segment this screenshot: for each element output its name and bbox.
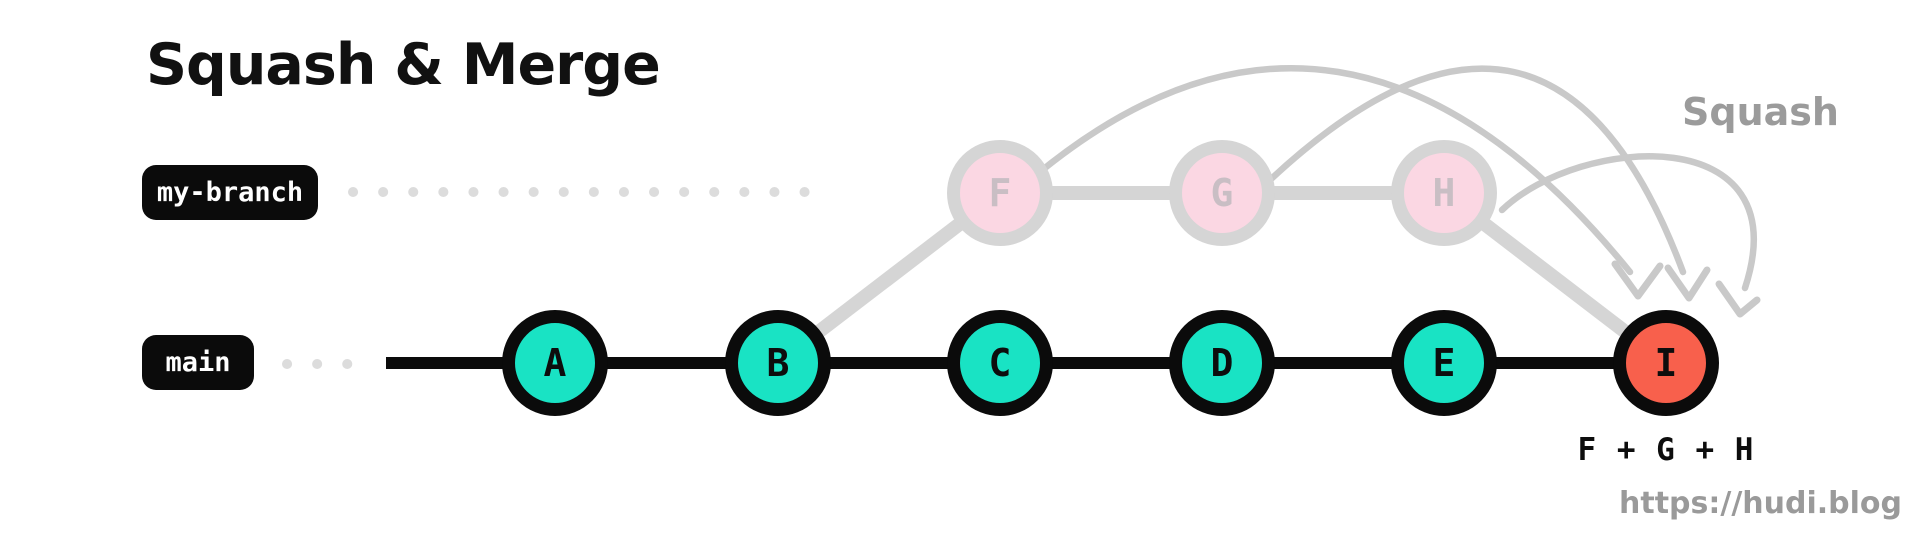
commit-letter-e: E xyxy=(1432,341,1456,385)
commit-node-d: D xyxy=(1169,310,1275,416)
squash-arrow-g-curve xyxy=(1266,65,1687,276)
site-watermark: https://hudi.blog xyxy=(1619,486,1902,521)
commit-letter-g: G xyxy=(1210,171,1234,215)
commit-letter-d: D xyxy=(1210,341,1234,385)
squash-arrow-h-curve xyxy=(1498,153,1757,292)
commit-node-i: I xyxy=(1613,310,1719,416)
squash-annotation: Squash xyxy=(1682,90,1839,134)
branch-label-text: my-branch xyxy=(156,177,304,208)
commit-letter-b: B xyxy=(766,341,790,385)
commit-node-c: C xyxy=(947,310,1053,416)
commit-node-b: B xyxy=(725,310,831,416)
commit-letter-f: F xyxy=(988,171,1012,215)
commit-letter-i: I xyxy=(1654,341,1678,385)
commit-letter-c: C xyxy=(988,341,1012,385)
commit-node-g: G xyxy=(1169,140,1275,246)
main-label-text: main xyxy=(165,347,231,378)
squash-arrow-f-curve xyxy=(1031,64,1634,276)
page-title: Squash & Merge xyxy=(146,32,661,98)
squashed-commits-note: F + G + H xyxy=(1577,432,1755,468)
commit-node-h: H xyxy=(1391,140,1497,246)
squash-arrowhead-1 xyxy=(1611,260,1664,300)
main-label-badge: main xyxy=(142,335,254,390)
commit-letter-h: H xyxy=(1432,171,1456,215)
commit-node-a: A xyxy=(502,310,608,416)
branch-label-badge: my-branch xyxy=(142,165,318,220)
commit-node-f: F xyxy=(947,140,1053,246)
commit-letter-a: A xyxy=(543,341,567,385)
commit-node-e: E xyxy=(1391,310,1497,416)
squash-arrowhead-3 xyxy=(1715,280,1761,318)
squash-arrowhead-2 xyxy=(1664,264,1711,302)
